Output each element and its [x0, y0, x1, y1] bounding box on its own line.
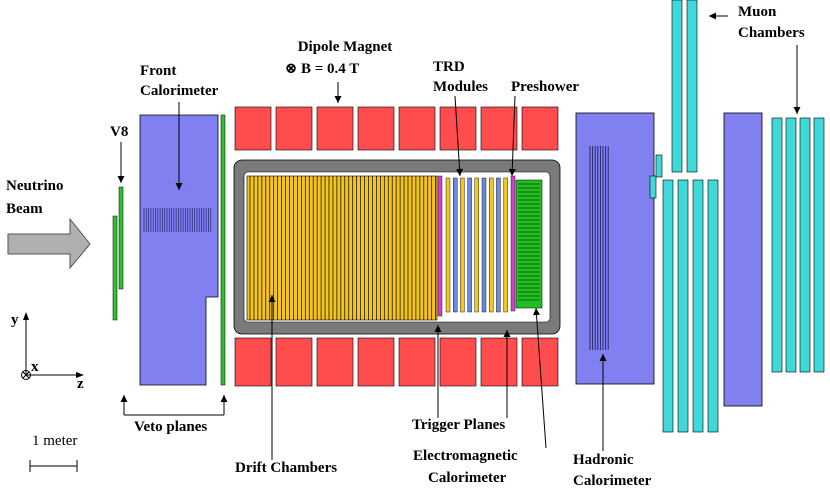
neutrino-beam-arrow	[7, 217, 91, 270]
veto-plane-left	[112, 215, 118, 321]
pointer-arrowhead	[456, 168, 464, 176]
muon-absorber	[723, 112, 763, 407]
muon-chamber	[813, 117, 825, 373]
pointer-arrowhead	[175, 183, 183, 190]
pointer-arrowhead	[434, 325, 442, 332]
magnet-block	[480, 337, 518, 387]
muon-label-line1: Muon	[738, 4, 777, 20]
muon-chamber	[655, 154, 663, 178]
trigger-plane-1	[437, 175, 443, 317]
trd-module	[474, 177, 479, 313]
magnet-block	[357, 337, 395, 387]
trd-label-line1: TRD	[433, 59, 465, 75]
magnet-block	[357, 106, 395, 151]
pointer-arrowhead	[709, 12, 716, 20]
magnet-block	[398, 106, 436, 151]
dipole-label-line2: ⊗ B = 0.4 T	[285, 61, 360, 77]
preshower-label: Preshower	[511, 79, 579, 95]
muon-chamber	[707, 179, 719, 433]
scale-bar	[29, 460, 78, 472]
pointer-line	[511, 95, 516, 177]
pointer-line	[535, 307, 547, 449]
drift-chambers-label: Drift Chambers	[235, 460, 337, 476]
muon-chamber	[649, 175, 657, 199]
hadronic-calorimeter-plates	[589, 146, 609, 350]
pointer-arrowhead	[508, 168, 516, 176]
neutrino-beam-label-line1: Neutrino	[6, 178, 64, 194]
pointer-line	[454, 95, 461, 177]
front-calorimeter-plates	[143, 208, 212, 232]
pointer-arrowhead	[334, 96, 342, 103]
magnet-block	[398, 337, 436, 387]
magnet-block	[234, 337, 272, 387]
dipole-label-line1: Dipole Magnet	[298, 39, 393, 55]
magnet-block	[275, 337, 313, 387]
muon-chamber	[662, 179, 674, 433]
muon-label-line2: Chambers	[738, 25, 805, 41]
magnet-block	[316, 106, 354, 151]
trd-modules	[445, 177, 508, 313]
em-calorimeter-label-line2: Calorimeter	[428, 470, 507, 486]
hadronic-calorimeter	[575, 112, 655, 385]
muon-chamber	[677, 179, 689, 433]
pointer-arrowhead	[503, 330, 511, 337]
pointer-arrowhead	[599, 354, 607, 361]
front-calorimeter-label-line1: Front	[140, 63, 176, 79]
pointer-lines	[117, 12, 801, 460]
trd-module	[445, 177, 451, 313]
pointer-arrowhead	[793, 107, 801, 114]
trd-module	[503, 177, 508, 313]
veto-planes-label: Veto planes	[134, 419, 207, 435]
muon-chamber	[671, 0, 683, 173]
magnet-block	[480, 106, 518, 151]
em-calorimeter-label-line1: Electromagnetic	[413, 448, 518, 464]
em-calorimeter-layers	[518, 183, 540, 301]
axis-indicator	[21, 312, 84, 380]
hadronic-calorimeter-label-line2: Calorimeter	[573, 473, 652, 489]
trigger-plane-2	[510, 175, 516, 312]
hadronic-calorimeter-label-line1: Hadronic	[573, 452, 634, 468]
muon-chamber	[692, 179, 704, 433]
trd-label-line2: Modules	[433, 79, 488, 95]
pointer-arrowhead	[268, 295, 276, 302]
trd-module	[460, 177, 465, 313]
dipole-magnet-top	[234, 106, 559, 151]
trigger-planes-label: Trigger Planes	[412, 417, 505, 433]
trd-module	[481, 177, 487, 313]
muon-chamber	[785, 117, 797, 373]
magnet-block	[275, 106, 313, 151]
magnet-block	[316, 337, 354, 387]
drift-chambers	[246, 175, 438, 321]
trd-module	[453, 177, 458, 313]
pointer-arrowhead	[220, 395, 228, 402]
pointer-arrowhead	[533, 308, 540, 316]
muon-chamber	[771, 117, 783, 373]
magnet-block	[439, 337, 477, 387]
magnet-block	[521, 337, 559, 387]
neutrino-beam-label-line2: Beam	[6, 201, 43, 217]
drift-chamber-planes	[249, 176, 436, 320]
veto-plane-right	[220, 114, 226, 386]
trd-module	[496, 177, 501, 313]
magnet-block	[234, 106, 272, 151]
axis-x-label: x	[31, 359, 39, 375]
v8-label: V8	[110, 124, 128, 140]
scale-label: 1 meter	[32, 433, 77, 449]
muon-chambers	[649, 0, 825, 433]
v8-plane	[118, 186, 124, 290]
trd-module	[467, 177, 472, 313]
axis-z-label: z	[77, 376, 84, 392]
front-calorimeter-label-line2: Calorimeter	[140, 83, 219, 99]
muon-chamber	[799, 117, 811, 373]
dipole-magnet-bottom	[234, 337, 559, 387]
front-calorimeter	[139, 114, 219, 386]
magnet-block	[521, 106, 559, 151]
muon-chamber	[686, 0, 698, 173]
axis-y-label: y	[11, 312, 19, 328]
pointer-arrowhead	[120, 395, 128, 402]
pointer-arrowhead	[117, 176, 125, 183]
trd-module	[489, 177, 494, 313]
